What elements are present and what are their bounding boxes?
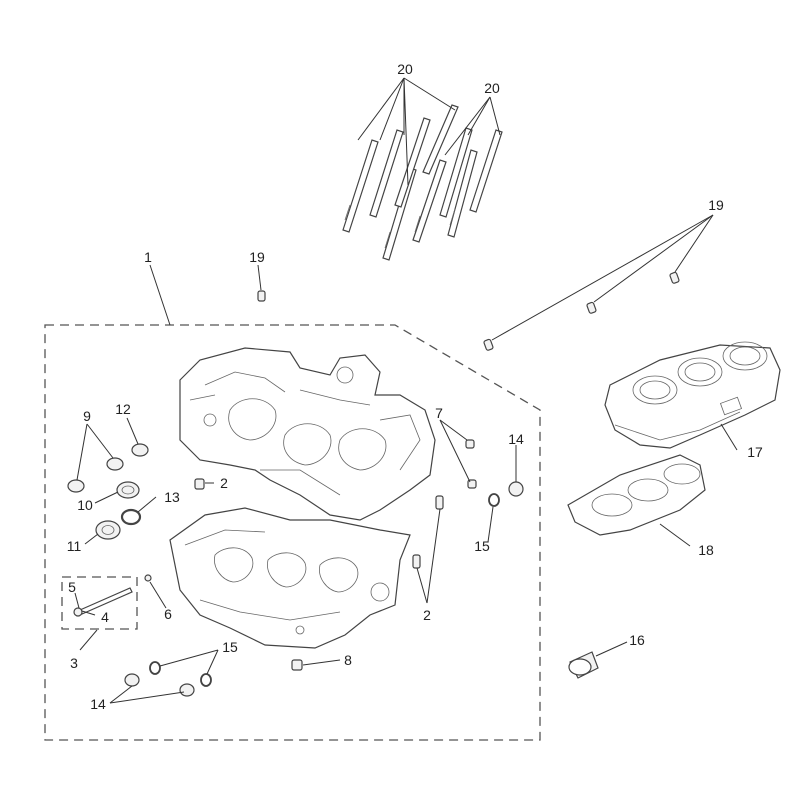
crankcase-assembly-boundary [44,324,541,741]
callout-7: 7 [435,405,443,421]
crankcase-upper [179,347,436,521]
cylinder-studs [342,104,503,261]
callout-12: 12 [115,401,131,417]
callout-16: 16 [629,632,645,648]
callout-20b: 20 [484,80,500,96]
callout-6: 6 [164,606,172,622]
small-parts [67,439,599,697]
callout-1: 1 [144,249,152,265]
callout-15b: 15 [222,639,238,655]
callout-14b: 14 [90,696,106,712]
callout-17: 17 [747,444,763,460]
cylinder-base-gasket [567,454,706,536]
callout-labels: 1 2 2 3 4 5 6 7 8 9 10 11 12 13 14 14 15… [67,61,763,712]
callout-13: 13 [164,489,180,505]
crankcase-lower [169,507,411,649]
dowels-19 [257,271,680,351]
callout-19b: 19 [708,197,724,213]
callout-18: 18 [698,542,714,558]
leader-lines [74,77,738,704]
callout-11: 11 [67,538,82,554]
callout-15a: 15 [474,538,490,554]
callout-3: 3 [70,655,78,671]
callout-2a: 2 [220,475,228,491]
callout-10: 10 [77,497,93,513]
callout-5: 5 [68,579,76,595]
callout-19a: 19 [249,249,265,265]
cylinder-block [604,341,781,449]
callout-8: 8 [344,652,352,668]
oil-pump-subgroup-boundary [61,576,138,630]
callout-9: 9 [83,408,91,424]
callout-20a: 20 [397,61,413,77]
callout-4: 4 [101,609,109,625]
callout-14a: 14 [508,431,524,447]
callout-2b: 2 [423,607,431,623]
